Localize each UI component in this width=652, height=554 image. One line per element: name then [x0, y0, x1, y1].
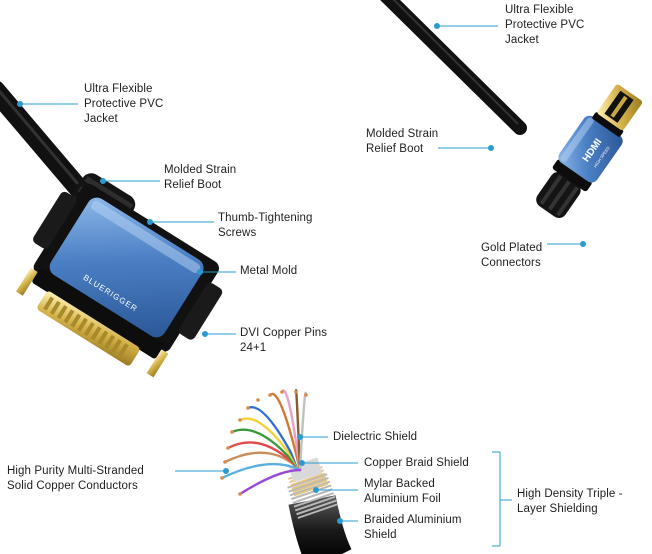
conductors-label: High Purity Multi-Stranded Solid Copper … — [7, 465, 144, 492]
dvi-metal-mold — [49, 197, 204, 338]
hdmi-metal-mold — [558, 115, 623, 183]
dvi-screws-label: Thumb-Tightening Screws — [218, 212, 313, 239]
dvi-cable-jacket — [0, 81, 90, 200]
leader-lines — [17, 23, 586, 524]
dvi-strain-relief-label: Molded Strain Relief Boot — [164, 164, 237, 191]
copper-braid-label: Copper Braid Shield — [364, 457, 469, 469]
hdmi-cable: HDMI HIGH SPEED — [380, 0, 643, 218]
dvi-cable: BLUERIGGER — [0, 81, 223, 378]
hdmi-jacket-label: Ultra Flexible Protective PVC Jacket — [505, 4, 585, 46]
cross-section-conductors — [220, 389, 308, 496]
dvi-housing: BLUERIGGER — [16, 183, 223, 378]
dvi-thumb-screw-right — [178, 283, 223, 340]
dvi-thumb-screw-left — [33, 191, 77, 249]
dvi-jacket-label: Ultra Flexible Protective PVC Jacket — [84, 83, 164, 125]
dielectric-label: Dielectric Shield — [333, 431, 418, 443]
cable-cross-section — [220, 389, 352, 554]
hdmi-cable-jacket — [380, 0, 527, 135]
dvi-pins-label: DVI Copper Pins 24+1 — [240, 327, 328, 354]
hdmi-gold-connectors-label: Gold Plated Connectors — [481, 242, 543, 269]
braided-aluminium-label: Braided Aluminium Shield — [364, 514, 462, 541]
dvi-metal-mold-label: Metal Mold — [240, 265, 298, 277]
conductor-copper-tips — [220, 390, 308, 496]
triple-shielding-label: High Density Triple - Layer Shielding — [517, 488, 623, 515]
dvi-copper-pins — [43, 296, 129, 358]
cross-section-jacket — [288, 495, 352, 554]
shielding-bracket — [492, 451, 512, 547]
cross-section-braid — [287, 473, 338, 519]
hdmi-strain-relief-label: Molded Strain Relief Boot — [366, 128, 439, 155]
mylar-foil-label: Mylar Backed Aluminium Foil — [364, 478, 441, 505]
